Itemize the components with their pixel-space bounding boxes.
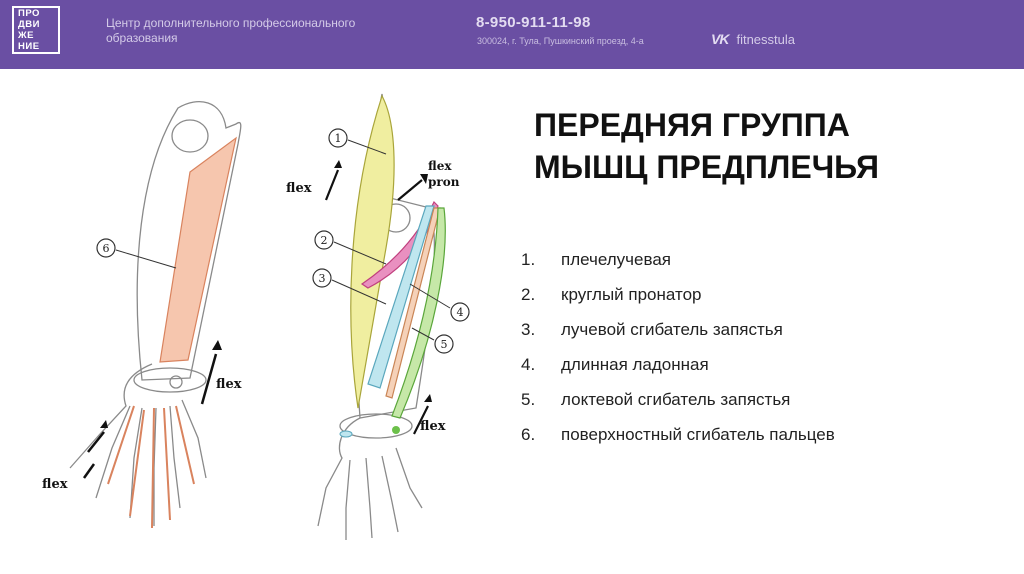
flex-label-2: flex <box>42 477 68 492</box>
slide-title: ПЕРЕДНЯЯ ГРУППА МЫШЦ ПРЕДПЛЕЧЬЯ <box>534 104 974 188</box>
vk-icon: VK <box>711 31 729 47</box>
list-number: 3. <box>521 320 536 339</box>
flex-label-3: flex <box>286 181 312 196</box>
flex-label-1: flex <box>216 377 242 392</box>
label-2-text: 2 <box>321 234 328 247</box>
forearm-muscles-illustration: 6 flex flex 1 2 3 4 <box>42 93 470 540</box>
list-text: плечелучевая <box>561 250 671 269</box>
flex-pron-arrow: flex pron <box>397 159 460 201</box>
flex-pron-label-2: pron <box>428 175 460 189</box>
muscle-6-shape <box>159 136 237 363</box>
logo[interactable]: ПРО ДВИ ЖЕ НИЕ <box>12 6 60 54</box>
flex-arrow-2: flex <box>42 420 108 492</box>
flex-arrow-4: flex <box>413 394 446 435</box>
logo-line: ПРО <box>18 7 40 19</box>
list-text: поверхностный сгибатель пальцев <box>561 425 835 444</box>
list-item: 5. локтевой сгибатель запястья <box>521 389 1001 424</box>
list-text: локтевой сгибатель запястья <box>561 390 791 409</box>
muscle-3-shape <box>367 205 435 389</box>
muscle-list: 1. плечелучевая 2. круглый пронатор 3. луче… <box>521 249 1001 459</box>
logo-line: НИЕ <box>18 40 40 52</box>
flex-arrow-1: flex <box>200 340 242 405</box>
label-6-text: 6 <box>103 242 110 255</box>
muscle-1-shape <box>350 94 395 409</box>
list-item: 4. длинная ладонная <box>521 354 1001 389</box>
phone-number[interactable]: 8-950-911-11-98 <box>476 14 591 31</box>
list-number: 1. <box>521 250 536 269</box>
tendons-left <box>107 405 195 529</box>
flex-arrow-3: flex <box>286 160 342 201</box>
label-3: 3 <box>312 268 387 305</box>
label-3-text: 3 <box>319 272 326 285</box>
social-link[interactable]: VK fitnesstula <box>711 31 795 47</box>
header-bar: ПРО ДВИ ЖЕ НИЕ Центр дополнительного про… <box>0 0 1024 69</box>
label-1-text: 1 <box>335 132 342 145</box>
title-line-2: МЫШЦ ПРЕДПЛЕЧЬЯ <box>534 149 879 185</box>
label-5-text: 5 <box>441 338 448 351</box>
muscle-4-shape <box>385 207 441 399</box>
address: 300024, г. Тула, Пушкинский проезд, 4-а <box>477 36 644 46</box>
logo-line: ЖЕ <box>18 29 34 41</box>
list-item: 3. лучевой сгибатель запястья <box>521 319 1001 354</box>
social-name: fitnesstula <box>736 31 795 47</box>
list-item: 1. плечелучевая <box>521 249 1001 284</box>
list-text: круглый пронатор <box>561 285 702 304</box>
muscle-5-insertion <box>392 426 400 434</box>
list-item: 2. круглый пронатор <box>521 284 1001 319</box>
list-number: 5. <box>521 390 536 409</box>
org-name: Центр дополнительного профессионального … <box>106 16 356 45</box>
label-4: 4 <box>409 283 470 322</box>
muscle-3-insertion <box>339 430 353 438</box>
list-number: 2. <box>521 285 536 304</box>
list-text: лучевой сгибатель запястья <box>561 320 783 339</box>
list-item: 6. поверхностный сгибатель пальцев <box>521 424 1001 459</box>
label-5: 5 <box>411 327 454 354</box>
flex-label-4: flex <box>420 419 446 434</box>
title-line-1: ПЕРЕДНЯЯ ГРУППА <box>534 107 850 143</box>
label-4-text: 4 <box>457 306 464 319</box>
list-text: длинная ладонная <box>561 355 709 374</box>
list-number: 6. <box>521 425 536 444</box>
label-6: 6 <box>96 238 177 269</box>
flex-pron-label-1: flex <box>428 159 452 173</box>
muscle-5-shape <box>391 207 446 419</box>
list-number: 4. <box>521 355 536 374</box>
logo-line: ДВИ <box>18 18 40 30</box>
label-2: 2 <box>314 230 387 265</box>
label-1: 1 <box>328 128 387 155</box>
